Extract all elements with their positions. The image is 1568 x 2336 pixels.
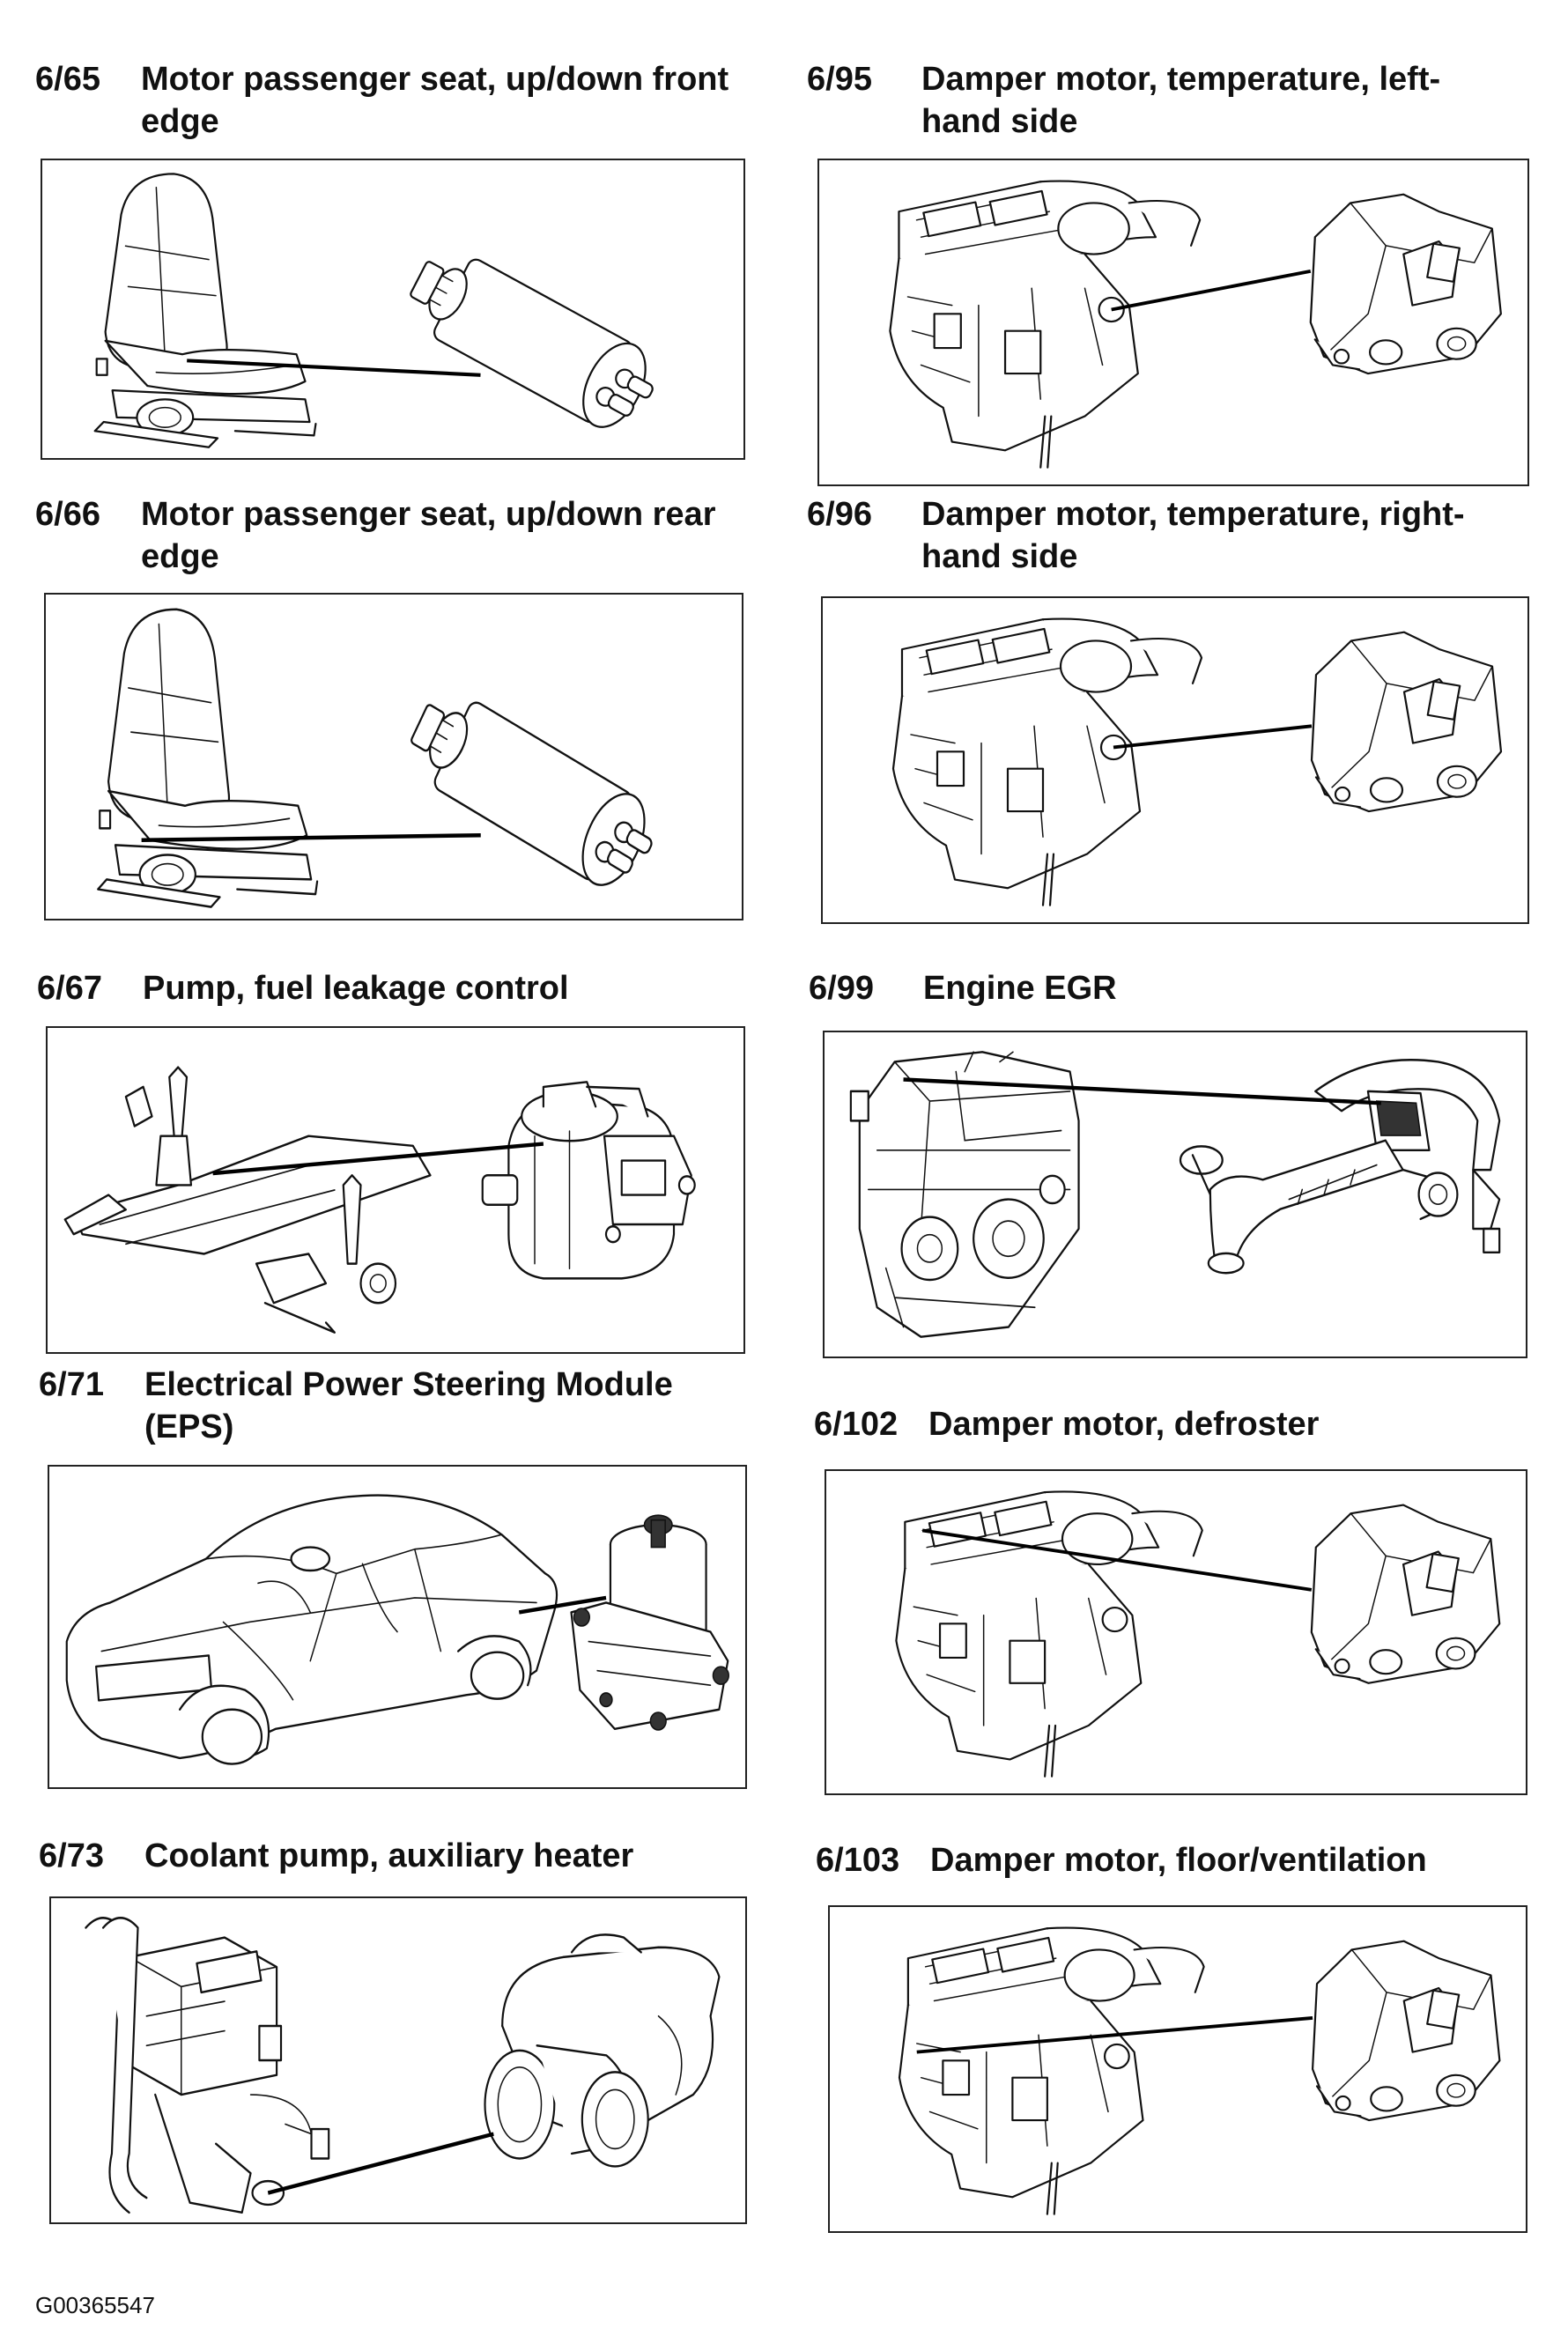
entry-title: Engine EGR xyxy=(923,970,1117,1007)
entry-6-65: 6/65 Motor passenger seat, up/down front… xyxy=(35,58,740,143)
entry-title: Coolant pump, auxiliary heater xyxy=(144,1837,634,1874)
damper-motor-figure xyxy=(817,159,1529,486)
entry-6-67: 6/67 Pump, fuel leakage control xyxy=(37,967,742,1009)
seat-motor-figure xyxy=(41,159,745,460)
entry-code: 6/96 xyxy=(807,496,872,533)
entry-title: Damper motor, temperature, right-hand si… xyxy=(921,496,1465,575)
damper-motor-figure xyxy=(825,1469,1527,1795)
entry-6-102: 6/102 Damper motor, defroster xyxy=(814,1403,1519,1445)
entry-code: 6/99 xyxy=(809,970,874,1007)
entry-code: 6/73 xyxy=(39,1837,104,1874)
entry-title: Electrical Power Steering Module (EPS) xyxy=(144,1366,673,1445)
entry-6-96: 6/96 Damper motor, temperature, right-ha… xyxy=(807,493,1512,578)
damper-motor-figure xyxy=(821,596,1529,924)
entry-6-66: 6/66 Motor passenger seat, up/down rear … xyxy=(35,493,740,578)
entry-code: 6/65 xyxy=(35,61,100,98)
entry-title: Motor passenger seat, up/down rear edge xyxy=(141,496,716,575)
entry-title: Pump, fuel leakage control xyxy=(143,970,569,1007)
entry-code: 6/102 xyxy=(814,1406,899,1443)
entry-code: 6/67 xyxy=(37,970,102,1007)
entry-code: 6/95 xyxy=(807,61,872,98)
entry-title: Damper motor, floor/ventilation xyxy=(930,1842,1427,1879)
damper-motor-figure xyxy=(828,1905,1527,2233)
entry-code: 6/103 xyxy=(816,1842,900,1879)
entry-code: 6/66 xyxy=(35,496,100,533)
entry-title: Damper motor, defroster xyxy=(928,1406,1320,1443)
entry-6-73: 6/73 Coolant pump, auxiliary heater xyxy=(39,1835,743,1877)
engine-egr-figure xyxy=(823,1031,1527,1358)
entry-6-71: 6/71 Electrical Power Steering Module (E… xyxy=(39,1364,743,1448)
entry-6-95: 6/95 Damper motor, temperature, left-han… xyxy=(807,58,1512,143)
entry-title: Damper motor, temperature, left-hand sid… xyxy=(921,61,1441,140)
document-id: G00365547 xyxy=(35,2292,155,2318)
entry-6-99: 6/99 Engine EGR xyxy=(809,967,1513,1009)
fuel-pump-figure xyxy=(46,1026,745,1354)
eps-module-figure xyxy=(48,1465,747,1789)
entry-6-103: 6/103 Damper motor, floor/ventilation xyxy=(816,1839,1520,1881)
seat-motor-figure xyxy=(44,593,743,920)
coolant-pump-figure xyxy=(49,1896,747,2224)
entry-title: Motor passenger seat, up/down front edge xyxy=(141,61,729,140)
entry-code: 6/71 xyxy=(39,1366,104,1403)
